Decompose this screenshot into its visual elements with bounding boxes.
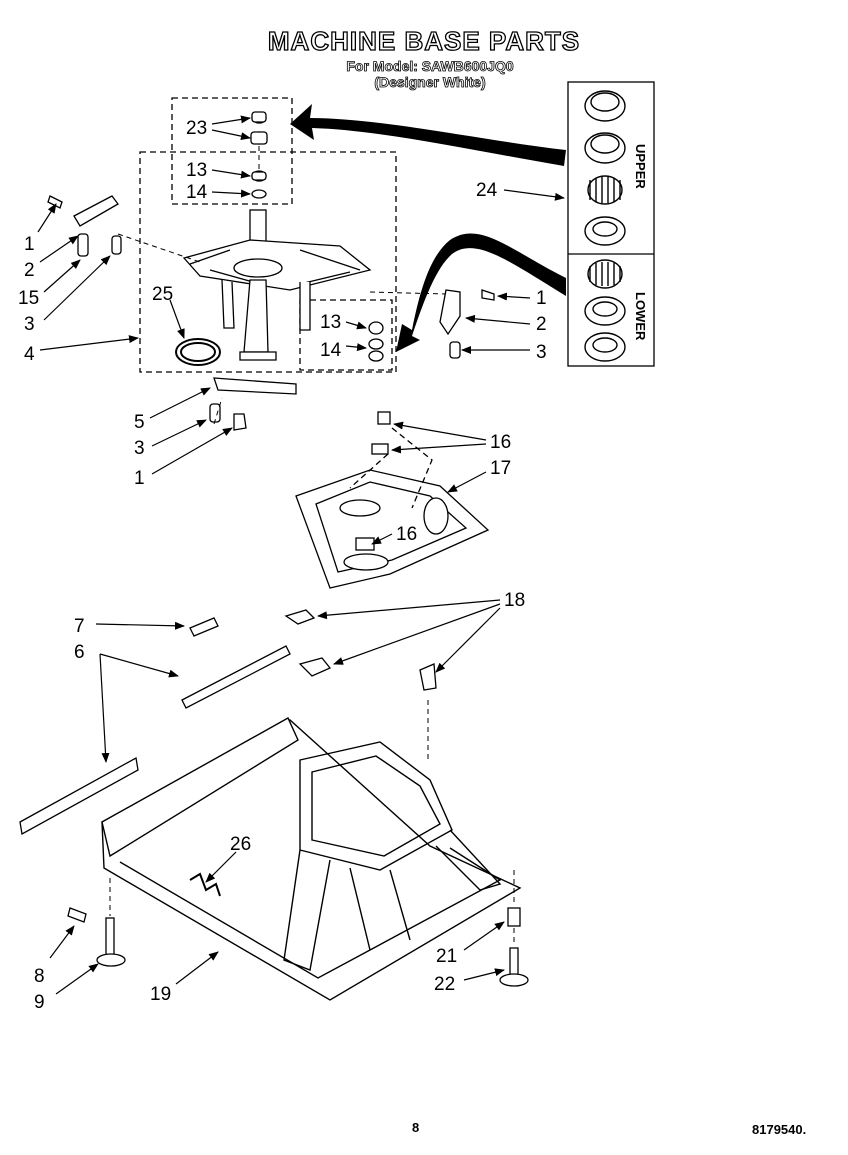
callout-24: 24 bbox=[476, 180, 498, 201]
left-brake-hardware bbox=[47, 195, 122, 257]
callout-13: 13 bbox=[320, 312, 341, 333]
page-number: 8 bbox=[412, 1120, 420, 1135]
right-brake-hardware bbox=[439, 289, 495, 359]
callout-19: 19 bbox=[150, 984, 171, 1005]
upper-label: UPPER bbox=[633, 144, 648, 189]
callout-23: 23 bbox=[186, 118, 207, 139]
alignment-lines bbox=[109, 146, 515, 946]
callout-1: 1 bbox=[536, 288, 547, 309]
callout-7: 7 bbox=[74, 616, 85, 637]
callout-1: 1 bbox=[134, 468, 145, 489]
base-platform bbox=[295, 411, 490, 589]
callout-22: 22 bbox=[434, 974, 455, 995]
callout-9: 9 bbox=[34, 992, 45, 1013]
callout-2: 2 bbox=[536, 314, 547, 335]
page-title: MACHINE BASE PARTS bbox=[267, 25, 581, 56]
callout-14: 14 bbox=[186, 182, 208, 203]
bearing-kit-box: UPPER LOWER bbox=[567, 81, 655, 367]
callout-17: 17 bbox=[490, 458, 511, 479]
feet-and-hardware bbox=[67, 872, 529, 987]
callout-3: 3 bbox=[536, 342, 547, 363]
agitator-drive-dashed-box bbox=[139, 97, 397, 373]
callout-3: 3 bbox=[134, 438, 145, 459]
model-line: For Model: SAWB600JQ0 bbox=[346, 58, 514, 75]
callout-1: 1 bbox=[24, 234, 35, 255]
callout-3: 3 bbox=[24, 314, 35, 335]
brake-bar bbox=[209, 377, 297, 431]
lower-label: LOWER bbox=[633, 292, 648, 341]
callout-18: 18 bbox=[504, 590, 525, 611]
variant-line: (Designer White) bbox=[374, 74, 486, 91]
callout-13: 13 bbox=[186, 160, 207, 181]
lower-kit-rings bbox=[584, 259, 626, 362]
leader-arrows bbox=[37, 115, 565, 995]
kit-pointer-arrows bbox=[290, 104, 566, 352]
machine-base-frame bbox=[101, 717, 522, 1001]
spindle-bearings bbox=[250, 111, 268, 199]
drive-belt bbox=[175, 338, 221, 366]
callout-4: 4 bbox=[24, 344, 35, 365]
callout-2: 2 bbox=[24, 260, 35, 281]
callout-26: 26 bbox=[230, 834, 251, 855]
callout-15: 15 bbox=[18, 288, 39, 309]
callout-16: 16 bbox=[490, 432, 511, 453]
callout-14: 14 bbox=[320, 340, 342, 361]
callout-21: 21 bbox=[436, 946, 457, 967]
callout-25: 25 bbox=[152, 284, 173, 305]
callout-5: 5 bbox=[134, 412, 145, 433]
callout-8: 8 bbox=[34, 966, 45, 987]
rails-and-clips bbox=[19, 609, 437, 836]
callout-6: 6 bbox=[74, 642, 85, 663]
document-number: 8179540. bbox=[752, 1122, 807, 1137]
upper-kit-rings bbox=[584, 90, 626, 246]
callout-labels: 23 13 14 1 2 15 3 4 25 13 14 24 1 2 3 5 … bbox=[18, 118, 547, 1013]
pump-bearings bbox=[368, 321, 384, 362]
drive-assembly bbox=[182, 209, 372, 361]
callout-16: 16 bbox=[396, 524, 417, 545]
